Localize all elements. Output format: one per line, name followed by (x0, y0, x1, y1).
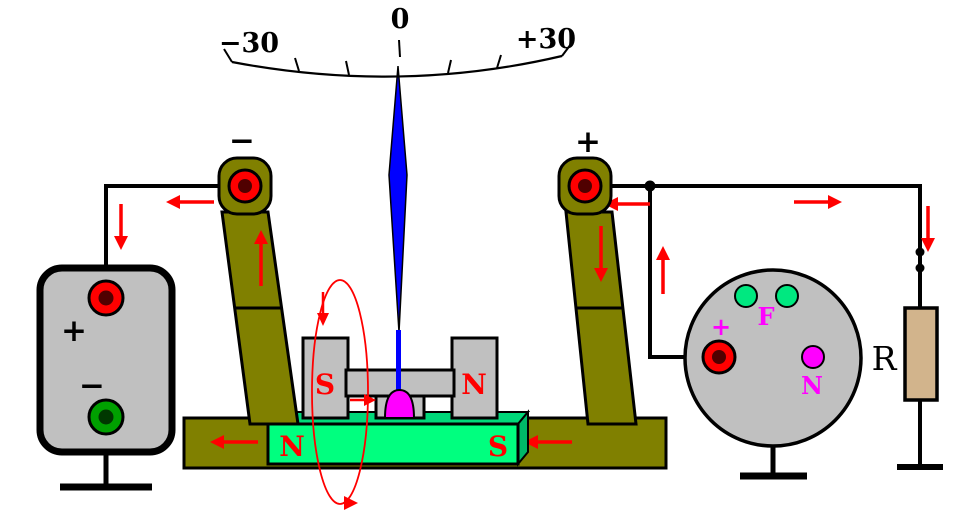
scale-tick (496, 54, 502, 69)
current-arrow-left-into-meter (604, 197, 650, 211)
current-arrow-up-plug-wire (656, 246, 670, 294)
plug-field-label: F (757, 302, 774, 331)
battery-positive-terminal-core (98, 290, 114, 306)
coil-loop-path (311, 279, 369, 505)
core-left-block (301, 336, 350, 420)
scale-end-flick (223, 48, 233, 63)
scale-end-flick (561, 43, 572, 57)
scale-arc (231, 54, 563, 78)
plug-positive-label: + (711, 312, 731, 341)
wire-battery-to-meter (104, 184, 246, 292)
scale-center-tick (398, 39, 401, 58)
meter-negative-label: − (229, 123, 255, 159)
scale-tick (294, 57, 300, 72)
scale-label-minus30: −30 (219, 28, 279, 59)
current-arrow-right-at-pivot (350, 394, 376, 406)
core-north-label: N (461, 368, 487, 401)
plug-field-socket (734, 284, 758, 308)
resistor-body (903, 306, 939, 402)
pivot-dome (383, 388, 416, 419)
junction-dot (644, 180, 656, 192)
scale-tick (447, 59, 452, 74)
current-arrow-left-to-battery (166, 195, 214, 209)
needle-blade (388, 65, 408, 333)
meter-right-post: + (557, 124, 638, 426)
coil-loop (311, 279, 369, 510)
core-south-label: S (315, 368, 335, 401)
current-arrow-down-right-post (594, 226, 608, 282)
current-arrow-left-base-left (210, 435, 258, 449)
coil-arrow-down (317, 292, 329, 326)
plug-positive-terminal-core (712, 350, 726, 364)
junction-dot (915, 247, 925, 257)
resistor: R (872, 306, 939, 402)
current-arrow-down-battery-wire (114, 204, 128, 250)
meter-needle (388, 65, 408, 392)
meter-positive-terminal-core (578, 179, 592, 193)
battery-positive-label: + (61, 313, 87, 349)
plug-disc: F + N (683, 268, 863, 480)
current-arrow-left-base-right (524, 435, 572, 449)
battery: + − (36, 264, 176, 491)
battery-negative-label: − (79, 368, 105, 404)
bar-magnet: N S (265, 409, 531, 467)
plug-neutral-label: N (801, 371, 823, 400)
meter-scale: −30 0 +30 (219, 4, 576, 78)
current-arrow-right-to-resistor (794, 195, 842, 209)
current-arrow-down-resistor-wire (921, 206, 935, 252)
bar-magnet-south-label: S (488, 430, 508, 463)
coil-arrow-right (344, 496, 358, 510)
bar-magnet-north-label: N (279, 430, 305, 463)
bar-magnet-front-face (266, 422, 520, 466)
needle-shaft (396, 330, 401, 392)
battery-negative-terminal-core (98, 409, 114, 425)
plug-field-socket (775, 284, 799, 308)
plug-neutral-socket (801, 345, 825, 369)
junction-dot (915, 263, 925, 273)
meter-negative-terminal-core (238, 179, 252, 193)
meter-positive-label: + (575, 124, 601, 160)
scale-label-zero: 0 (391, 4, 410, 35)
scale-label-plus30: +30 (516, 24, 576, 55)
resistor-label: R (872, 339, 898, 378)
scale-tick (345, 60, 350, 76)
meter-left-post: − (217, 123, 300, 426)
current-arrow-up-left-post (254, 230, 268, 286)
right-post-body (564, 210, 638, 426)
left-post-body (220, 210, 300, 426)
